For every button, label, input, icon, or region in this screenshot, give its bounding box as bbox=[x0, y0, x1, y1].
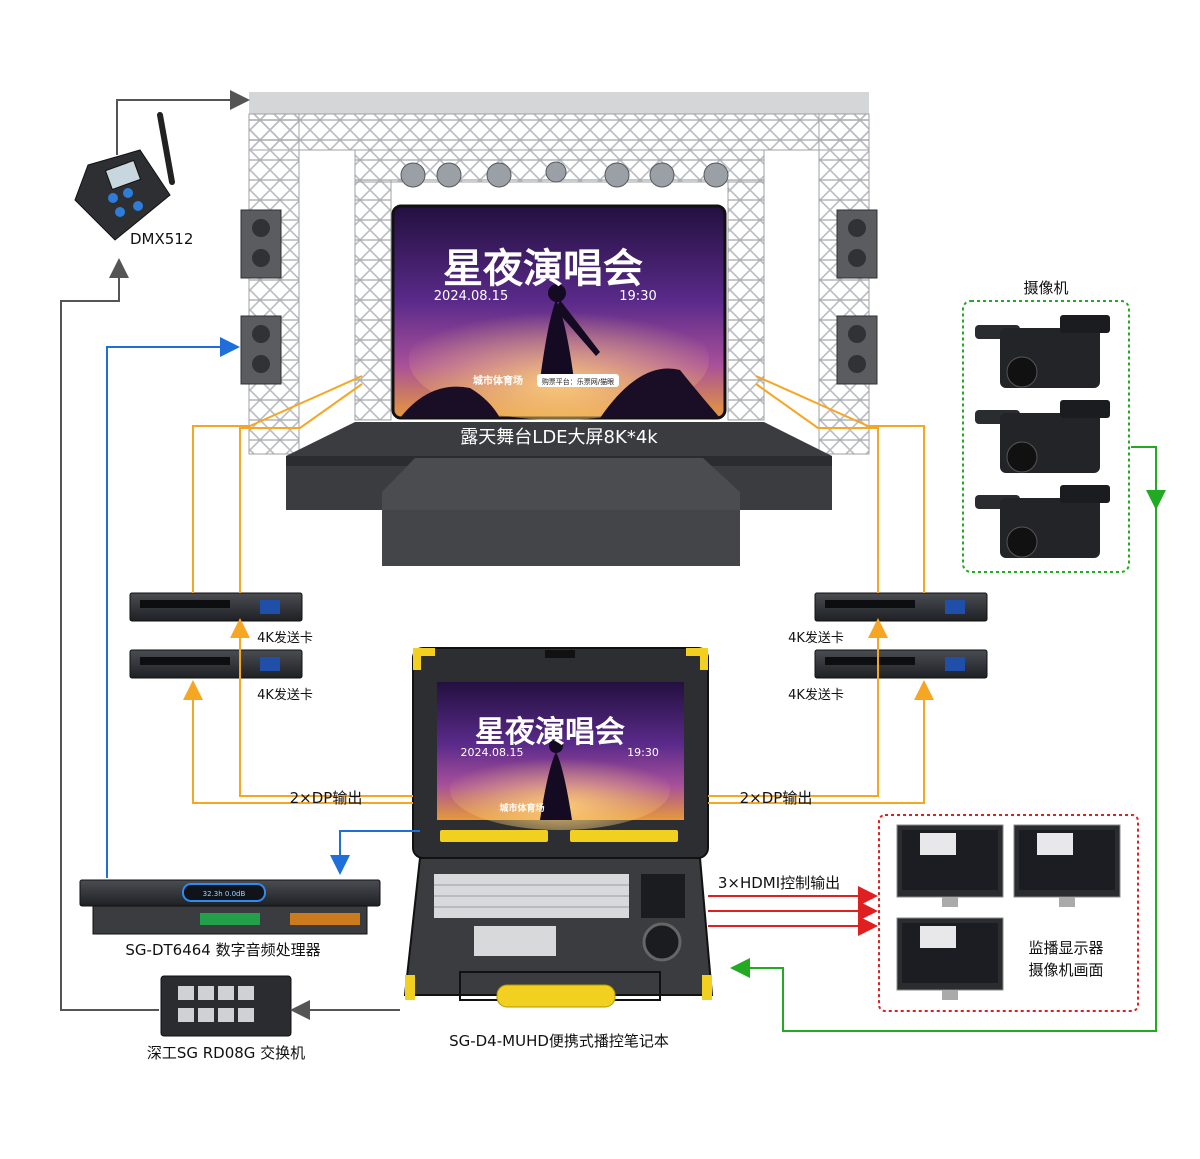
dp-output-right-label: 2×DP输出 bbox=[740, 789, 813, 807]
hdmi-lines bbox=[708, 886, 878, 936]
svg-text:4K发送卡: 4K发送卡 bbox=[257, 630, 313, 646]
camera-icon bbox=[975, 400, 1110, 473]
sender-card-left-bottom: 4K发送卡 bbox=[129, 649, 313, 703]
stage-caption: 露天舞台LDE大屏8K*4k bbox=[460, 427, 658, 448]
stage-screen-date: 2024.08.15 bbox=[434, 289, 508, 304]
sender-card-left-top: 4K发送卡 bbox=[129, 592, 313, 646]
network-lines bbox=[60, 90, 400, 1020]
antenna-icon bbox=[157, 112, 175, 185]
monitor-icon bbox=[1013, 824, 1121, 907]
laptop-screen-title: 星夜演唱会 bbox=[475, 715, 625, 750]
laptop-screen-date: 2024.08.15 bbox=[461, 746, 524, 759]
stage-screen-venue: 城市体育场 bbox=[473, 374, 523, 387]
network-switch: 深工SG RD08G 交换机 bbox=[147, 975, 305, 1062]
audio-processor: 32.3h 0.0dB SG-DT6464 数字音频处理器 bbox=[79, 879, 381, 959]
laptop-handle bbox=[496, 984, 616, 1008]
laptop-screen: 星夜演唱会 2024.08.15 19:30 城市体育场 bbox=[437, 682, 684, 830]
monitor-group: 监播显示器 摄像机画面 bbox=[878, 814, 1139, 1012]
dmx-label: DMX512 bbox=[130, 230, 193, 248]
camera-lines bbox=[730, 446, 1166, 1032]
dp-output-left-label: 2×DP输出 bbox=[290, 789, 363, 807]
stage-screen-time: 19:30 bbox=[619, 289, 656, 304]
trackball-icon bbox=[642, 922, 682, 962]
monitors-label-line1: 监播显示器 bbox=[1028, 939, 1103, 957]
led-screen: 星夜演唱会 2024.08.15 19:30 城市体育场 购票平台：乐票网/猫眼 bbox=[391, 204, 727, 420]
camera-icon bbox=[975, 485, 1110, 558]
switch-label: 深工SG RD08G 交换机 bbox=[147, 1044, 305, 1062]
monitor-icon bbox=[896, 824, 1004, 907]
sender-card-right-top: 4K发送卡 bbox=[788, 592, 988, 646]
stage-screen-title: 星夜演唱会 bbox=[443, 246, 643, 292]
cameras-label: 摄像机 bbox=[1023, 279, 1068, 297]
audio-lines bbox=[106, 337, 420, 878]
broadcast-laptop: 星夜演唱会 2024.08.15 19:30 城市体育场 SG-D4-MUHD便… bbox=[403, 647, 714, 1050]
monitors-label-line2: 摄像机画面 bbox=[1028, 961, 1103, 979]
svg-text:4K发送卡: 4K发送卡 bbox=[788, 687, 844, 703]
laptop-label: SG-D4-MUHD便携式播控笔记本 bbox=[449, 1032, 669, 1050]
outdoor-stage: 星夜演唱会 2024.08.15 19:30 城市体育场 购票平台：乐票网/猫眼… bbox=[240, 92, 878, 566]
speaker-icons bbox=[240, 209, 878, 385]
laptop-screen-time: 19:30 bbox=[627, 746, 659, 759]
dp-lines bbox=[183, 375, 934, 804]
monitor-icon bbox=[896, 917, 1004, 1000]
laptop-screen-venue: 城市体育场 bbox=[499, 802, 544, 814]
dmx-controller: DMX512 bbox=[74, 112, 193, 248]
hdmi-output-label: 3×HDMI控制输出 bbox=[718, 874, 840, 892]
svg-text:4K发送卡: 4K发送卡 bbox=[788, 630, 844, 646]
audio-processor-display: 32.3h 0.0dB bbox=[203, 890, 246, 898]
stage-screen-ticket: 购票平台：乐票网/猫眼 bbox=[542, 377, 614, 386]
audio-processor-label: SG-DT6464 数字音频处理器 bbox=[125, 941, 320, 959]
camera-icon bbox=[975, 315, 1110, 388]
camera-group: 摄像机 bbox=[962, 279, 1130, 573]
sender-card-right-bottom: 4K发送卡 bbox=[788, 649, 988, 703]
stage-light-icons bbox=[400, 161, 729, 188]
svg-text:4K发送卡: 4K发送卡 bbox=[257, 687, 313, 703]
